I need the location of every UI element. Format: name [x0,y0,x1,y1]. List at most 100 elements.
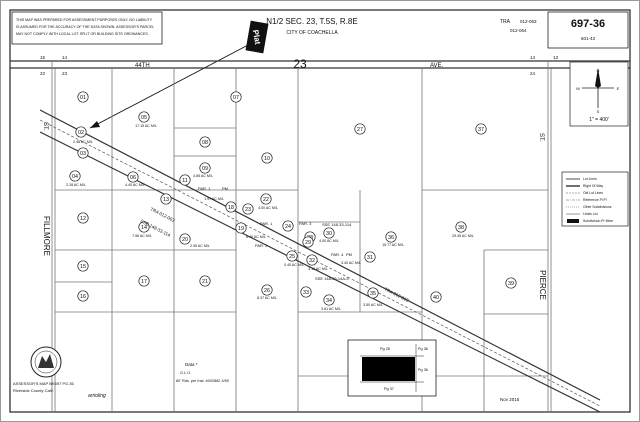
parcel-34[interactable]: 34 [323,294,335,306]
svg-text:11: 11 [182,178,188,184]
parcel-10[interactable]: 10 [261,152,273,164]
parcel-37[interactable]: 37 [475,123,487,135]
svg-text:34: 34 [326,298,332,304]
parcel-13[interactable]: 13 [160,193,172,205]
section-corner-bl-b: 23 [62,71,68,76]
legend: Lot Lines Right Of Way Old Lot Lines Ref… [561,171,629,227]
parcel-32-acres: 3.10 AC M/L [308,267,328,271]
map-frame [9,9,631,413]
tra-code-2: 012-064 [510,28,527,33]
parcel-20-acres: 2.95 AC M/L [190,244,210,248]
tra-label: TRA [500,19,511,25]
legend-item-4: Reference Pl Pl [583,198,607,202]
parcel-39[interactable]: 39 [505,277,517,289]
parcel-25[interactable]: 25 [286,250,298,262]
parcel-07[interactable]: 07 [230,91,242,103]
parcel-04-acres: 2.28 AC M/L [66,183,86,187]
book-page-ref: 601-43 [581,36,596,41]
parcel-15[interactable]: 15 [77,260,89,272]
parcel-12[interactable]: 12 [77,212,89,224]
book-page-number: 697-36 [571,18,605,30]
footer-county: Riverside County Calif. [13,388,54,393]
par-4-label: PAR. 4 [331,252,344,257]
legend-item-6: Limits Ltd [583,212,598,216]
svg-text:08: 08 [202,140,208,146]
parcel-25-acres: 0.40 AC M/L [284,263,304,267]
parcel-16[interactable]: 16 [77,290,89,302]
parcel-11[interactable]: 11 [179,174,191,186]
parcel-40[interactable]: 40 [430,291,442,303]
legend-item-2: Right Of Way [583,184,603,188]
north-s: S [597,109,600,114]
parcel-33[interactable]: 33 [300,286,312,298]
parcel-36[interactable]: 36 [385,231,397,243]
sse-label-3: SSE 148-33-14A-5 [315,276,349,281]
fillmore-st-top: ST. [42,122,48,131]
svg-text:39: 39 [508,281,514,287]
parcel-08[interactable]: 08 [199,136,211,148]
parcel-29[interactable]: 29 [302,236,314,248]
svg-text:12: 12 [80,216,86,222]
svg-text:26: 26 [264,288,270,294]
svg-text:19: 19 [238,226,244,232]
parcel-17[interactable]: 17 [138,275,150,287]
parcel-19[interactable]: 19 [235,222,247,234]
parcel-23[interactable]: 23 [242,203,254,215]
parcel-22-acres: 4.00 AC M/L [258,206,278,210]
parcel-35[interactable]: 35 [367,287,379,299]
svg-text:17: 17 [141,279,147,285]
svg-text:22: 22 [263,197,269,203]
pm-label-a: PM [222,186,228,191]
parcel-22[interactable]: 22 [260,193,272,205]
svg-text:18: 18 [228,205,234,211]
parcel-31[interactable]: 31 [364,251,376,263]
parcel-02[interactable]: 02 [75,126,87,138]
callout-arrow-line [89,43,251,129]
parcel-26[interactable]: 26 [261,284,273,296]
parcel-18[interactable]: 18 [225,201,237,213]
disclaimer-line-2: IS ASSUMED FOR THE ACCURACY OF THE DATA … [16,25,154,29]
svg-text:16: 16 [80,294,86,300]
parcel-09[interactable]: 09 [199,162,211,174]
svg-text:07: 07 [233,95,239,101]
parcel-27[interactable]: 27 [354,123,366,135]
parcel-20[interactable]: 20 [179,233,191,245]
svg-text:23: 23 [245,207,251,213]
parcel-24[interactable]: 24 [282,220,294,232]
index-map: Pg 28 Pg 36 Pg 36 Pg 37 [347,339,437,397]
legend-item-7: Subdivision Pr Mem [583,219,613,223]
parcel-32[interactable]: 32 [306,254,318,266]
north-arrow: N S E W 1" = 400' [569,61,629,127]
par-1-label-a: PAR. 1 [198,186,211,191]
section-corner-tl-b: 14 [62,55,68,60]
book-page-box: 697-36 601-43 [547,11,629,49]
parcel-14-acres: 7.56 AC M/L [132,234,152,238]
section-title: N1/2 SEC. 23, T.5S, R.8E [266,17,357,26]
plat-callout: Plat [89,20,269,129]
north-w: W [576,86,580,91]
pierce-st-top: ST. [538,133,544,142]
parcel-05[interactable]: 05 [138,111,150,123]
svg-text:10: 10 [264,156,270,162]
parcel-03[interactable]: 03 [77,147,89,159]
parcel-06[interactable]: 06 [127,171,139,183]
parcel-14[interactable]: 14 [138,221,150,233]
parcel-34-acres: 3.81 AC M/L [321,307,341,311]
svg-text:21: 21 [202,279,208,285]
parcel-38[interactable]: 38 [455,221,467,233]
svg-text:25: 25 [289,254,295,260]
map-scale: 1" = 400' [589,117,609,123]
section-corner-tr-a: 14 [530,55,536,60]
pm-label-b: PM [346,252,352,257]
par-2-label: PAR. 2 [255,243,268,248]
parcel-30[interactable]: 30 [323,227,335,239]
parcel-04[interactable]: 04 [69,170,81,182]
city-name: CITY OF COACHELLA [286,30,338,36]
parcel-21[interactable]: 21 [199,275,211,287]
par-3-label: PAR. 3 [299,221,312,226]
parcel-30-acres: 4.00 AC M/L [319,239,339,243]
parcel-numbers: 01 02 2.48 AC M/L 03 04 2.28 AC M/L 05 1… [66,91,517,311]
parcel-01[interactable]: 01 [77,91,89,103]
svg-text:29: 29 [305,240,311,246]
sse-label-1: SSE 148-33-114 [322,222,352,227]
